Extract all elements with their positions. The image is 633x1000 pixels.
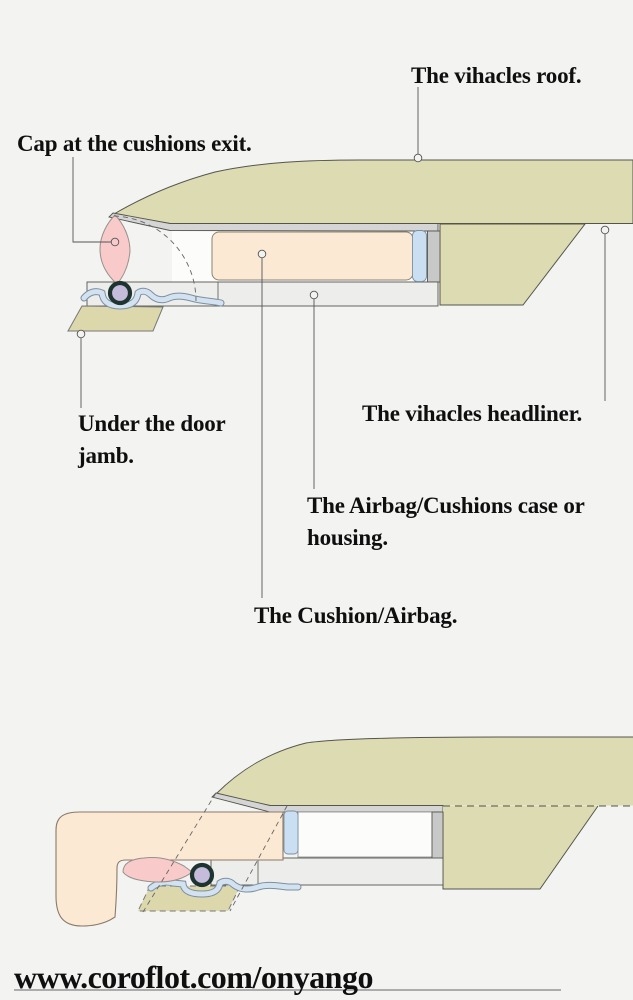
door-jamb-shape <box>67 305 164 332</box>
cushion-label: The Cushion/Airbag. <box>254 603 458 628</box>
case-label: The Airbag/Cushions case or housing. <box>307 493 585 550</box>
stowed-diagram <box>67 159 633 332</box>
sill-deployed-shape <box>210 857 444 886</box>
cap-label: Cap at the cushions exit. <box>17 131 252 156</box>
cushion-deployed-shape <box>55 811 284 927</box>
exit-cap-deployed-shape <box>122 857 193 883</box>
leader-cap-marker <box>110 237 120 247</box>
leader-cap-line <box>72 157 111 243</box>
headliner-label: The vihacles headliner. <box>362 401 583 426</box>
bolt-shape <box>107 280 133 306</box>
window-plane-dashed-b <box>229 805 288 912</box>
leader-jamb-marker <box>76 329 86 339</box>
leader-lines <box>72 87 610 598</box>
cushion-stowed-shape <box>211 231 414 281</box>
footer-url: www.coroflot.com/onyango <box>14 959 373 995</box>
exit-cap-shape <box>99 214 131 285</box>
deploy-arc-dashed <box>113 215 197 302</box>
door-jamb-label: Under the door jamb. <box>78 411 226 468</box>
retainer-strip-shape <box>412 230 427 282</box>
headliner-deployed-fill <box>443 806 598 889</box>
leader-cushion-marker <box>257 249 267 259</box>
roof-deployed-shape <box>216 737 633 806</box>
leader-case-marker <box>309 290 319 300</box>
roof-shape <box>112 159 633 224</box>
case-wall-shape <box>427 230 441 283</box>
headliner-shape <box>439 223 587 306</box>
seal-shape <box>81 288 224 309</box>
roof-deployed-outline <box>214 736 633 806</box>
case-interior-deployed-shape <box>297 811 433 858</box>
retainer-strip-deployed-shape <box>283 810 299 855</box>
bolt-deployed-shape <box>189 862 215 888</box>
case-wall-deployed-shape <box>431 811 444 861</box>
leader-roof-marker <box>413 153 423 163</box>
seal-deployed-shape <box>148 878 301 897</box>
leader-headliner-marker <box>600 225 610 235</box>
roof-label: The vihacles roof. <box>411 63 582 88</box>
deployed-diagram <box>55 736 633 927</box>
